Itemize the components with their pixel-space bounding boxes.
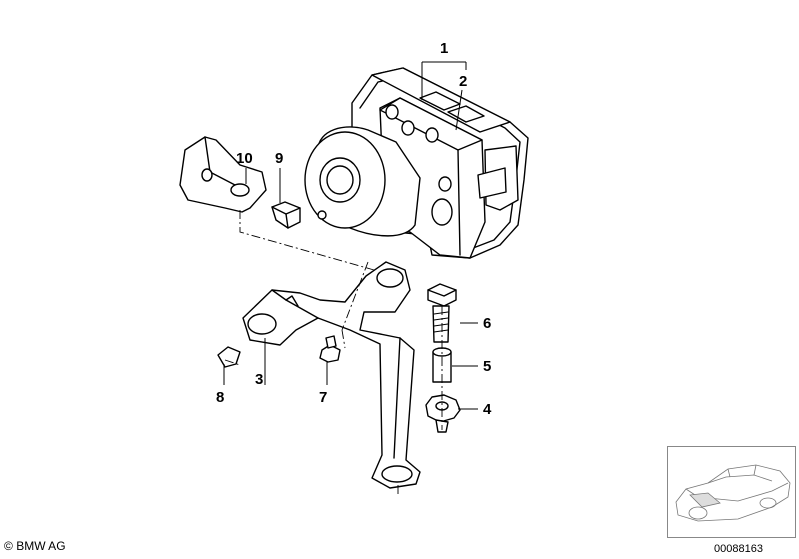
diagram-id: 00088163 xyxy=(714,543,763,555)
callout-5: 5 xyxy=(483,358,491,375)
vehicle-thumbnail xyxy=(667,446,796,538)
leader-lines xyxy=(223,61,478,410)
callout-4: 4 xyxy=(483,401,492,418)
callout-2: 2 xyxy=(459,73,467,90)
callout-10: 10 xyxy=(236,150,253,167)
alignment-lines xyxy=(224,210,443,496)
callout-7: 7 xyxy=(319,389,327,406)
callout-9: 9 xyxy=(275,150,283,167)
copyright-symbol: © xyxy=(4,539,13,553)
rubber-mount-4 xyxy=(425,394,461,433)
bolt-6 xyxy=(427,283,457,343)
callout-1: 1 xyxy=(440,40,448,57)
bracket-3 xyxy=(242,261,421,489)
screw-7 xyxy=(319,335,341,363)
callout-3: 3 xyxy=(255,371,263,388)
bolt-9 xyxy=(271,201,301,229)
copyright-notice: © BMW AG xyxy=(4,539,66,553)
callout-6: 6 xyxy=(483,315,491,332)
callout-8: 8 xyxy=(216,389,224,406)
bracket-10 xyxy=(179,136,267,213)
car-outline-icon xyxy=(675,464,791,522)
abs-hydraulic-unit xyxy=(304,67,529,259)
copyright-text: BMW AG xyxy=(16,539,66,553)
